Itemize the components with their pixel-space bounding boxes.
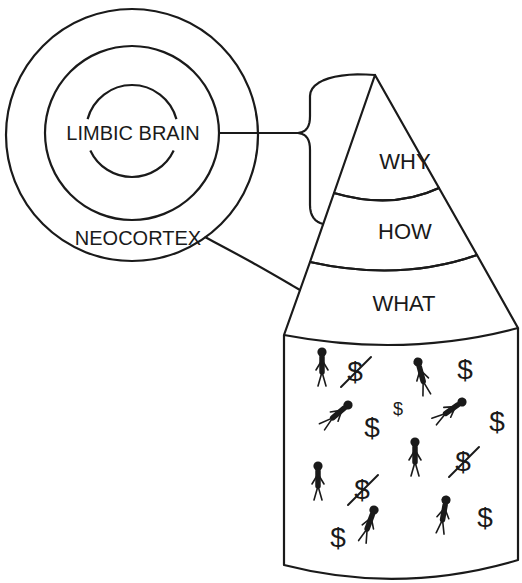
cone-band: HOW: [306, 186, 481, 271]
strike-line: [341, 357, 371, 387]
strike-line: [449, 447, 479, 477]
cone-band: WHAT: [280, 253, 522, 350]
dollar-sign: $: [489, 407, 505, 438]
dollar-sign: $: [393, 400, 403, 420]
leader-line: [219, 133, 323, 224]
node-label: LIMBIC BRAIN: [66, 122, 199, 144]
dollar-sign: $: [330, 523, 346, 554]
dollar-sign: $: [457, 355, 473, 386]
cylinder-outline: [284, 328, 518, 579]
brain-circle: LIMBIC BRAIN: [44, 45, 220, 221]
person-figure: [312, 461, 324, 500]
strike-line: [348, 475, 378, 505]
node-label: WHY: [379, 150, 430, 174]
person-figure: [409, 437, 421, 476]
node-label: NEOCORTEX: [75, 227, 201, 249]
circle-outline: [6, 9, 258, 261]
person-figure: [357, 504, 381, 544]
leader-line: [219, 74, 375, 133]
band-outline: [310, 188, 477, 271]
band-outline: [284, 255, 518, 345]
person-figure: [431, 394, 470, 426]
inner-arc: [88, 85, 177, 119]
dollar-sign: $: [455, 447, 471, 478]
inner-arc: [90, 150, 173, 177]
node-label: WHAT: [372, 292, 435, 316]
band-outline: [334, 75, 439, 200]
leader-line: [205, 237, 300, 290]
person-figure: [316, 347, 328, 386]
dollar-sign: $: [364, 413, 380, 444]
brain-circle: NEOCORTEX LIMBIC BRAIN: [5, 8, 259, 262]
person-figure: [434, 494, 453, 534]
dollar-sign: $: [354, 475, 370, 506]
circle-outline: [45, 46, 219, 220]
node-label: HOW: [378, 220, 432, 244]
dollar-sign: $: [347, 357, 363, 388]
cone-band: WHY: [330, 72, 445, 207]
node-outline: [330, 72, 445, 207]
dollar-sign: $: [477, 503, 493, 534]
person-figure: [411, 356, 433, 396]
person-figure: [318, 397, 355, 431]
